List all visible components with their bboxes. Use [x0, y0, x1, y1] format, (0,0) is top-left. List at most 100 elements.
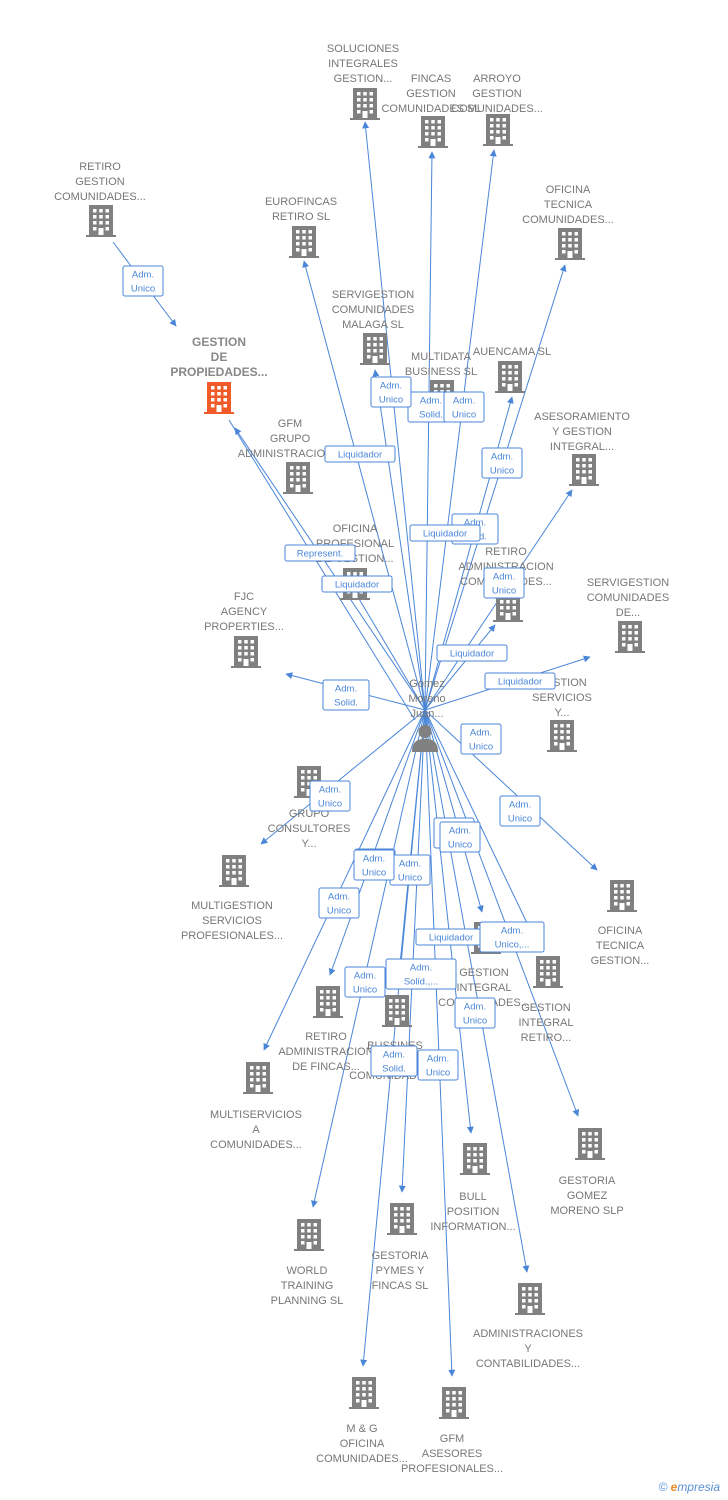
- building-icon[interactable]: [569, 454, 599, 486]
- role-badge[interactable]: Adm.Unico: [122, 265, 164, 297]
- building-icon[interactable]: [243, 1062, 273, 1094]
- role-badge[interactable]: Adm.Unico: [344, 966, 386, 998]
- role-badge[interactable]: Adm.Unico: [318, 887, 360, 919]
- company-name[interactable]: AUENCAMA SL: [473, 346, 551, 358]
- company-name[interactable]: RETIROADMINISTRACIONCOMUNIDADES...: [458, 546, 553, 588]
- role-badge[interactable]: Adm.Unico: [389, 854, 431, 886]
- role-badge[interactable]: Adm.Solid.: [370, 1045, 418, 1077]
- company-node[interactable]: RETIROADMINISTRACIONCOMUNIDADES...: [458, 546, 554, 622]
- building-icon[interactable]: [382, 995, 412, 1027]
- role-badge[interactable]: Adm.Unico: [370, 376, 412, 408]
- company-node[interactable]: AUENCAMA SL: [473, 346, 551, 393]
- building-icon[interactable]: [360, 333, 390, 365]
- role-badge[interactable]: Liquidador: [436, 644, 508, 662]
- role-badge[interactable]: Represent.: [284, 544, 356, 562]
- building-icon[interactable]: [86, 205, 116, 237]
- building-icon[interactable]: [607, 880, 637, 912]
- role-badge[interactable]: Liquidador: [415, 928, 487, 946]
- role-badge[interactable]: Adm.Solid.: [322, 679, 370, 711]
- building-icon[interactable]: [495, 361, 525, 393]
- building-icon[interactable]: [313, 986, 343, 1018]
- building-icon[interactable]: [515, 1283, 545, 1315]
- building-icon[interactable]: [533, 956, 563, 988]
- role-badge[interactable]: Adm.Unico: [353, 849, 395, 881]
- building-icon[interactable]: [483, 114, 513, 146]
- building-icon[interactable]: [204, 382, 234, 414]
- role-badge[interactable]: Liquidador: [321, 575, 393, 593]
- building-icon[interactable]: [283, 462, 313, 494]
- building-icon[interactable]: [231, 636, 261, 668]
- role-badge[interactable]: Liquidador: [484, 672, 556, 690]
- role-badge[interactable]: Adm.Unico,...: [479, 921, 545, 953]
- building-icon[interactable]: [575, 1128, 605, 1160]
- building-icon[interactable]: [547, 720, 577, 752]
- role-badge[interactable]: Liquidador: [409, 524, 481, 542]
- building-icon[interactable]: [350, 88, 380, 120]
- role-badge[interactable]: Adm.Unico: [483, 567, 525, 599]
- role-badge[interactable]: Adm.Solid.,...: [385, 958, 457, 990]
- building-icon[interactable]: [460, 1143, 490, 1175]
- building-icon[interactable]: [387, 1203, 417, 1235]
- building-icon[interactable]: [615, 621, 645, 653]
- role-badge[interactable]: Liquidador: [324, 445, 396, 463]
- role-badge[interactable]: Adm.Unico: [454, 997, 496, 1029]
- role-badge[interactable]: Adm.Unico: [499, 795, 541, 827]
- role-badge[interactable]: Adm.Unico: [443, 391, 485, 423]
- role-badge[interactable]: Adm.Unico: [481, 447, 523, 479]
- role-badge[interactable]: Adm.Unico: [309, 780, 351, 812]
- role-badge[interactable]: Adm.Unico: [460, 723, 502, 755]
- building-icon[interactable]: [219, 855, 249, 887]
- building-icon[interactable]: [439, 1387, 469, 1419]
- role-badge[interactable]: Adm.Unico: [417, 1049, 459, 1081]
- building-icon[interactable]: [294, 1219, 324, 1251]
- building-icon[interactable]: [289, 226, 319, 258]
- building-icon[interactable]: [555, 228, 585, 260]
- building-icon[interactable]: [349, 1377, 379, 1409]
- building-icon[interactable]: [418, 116, 448, 148]
